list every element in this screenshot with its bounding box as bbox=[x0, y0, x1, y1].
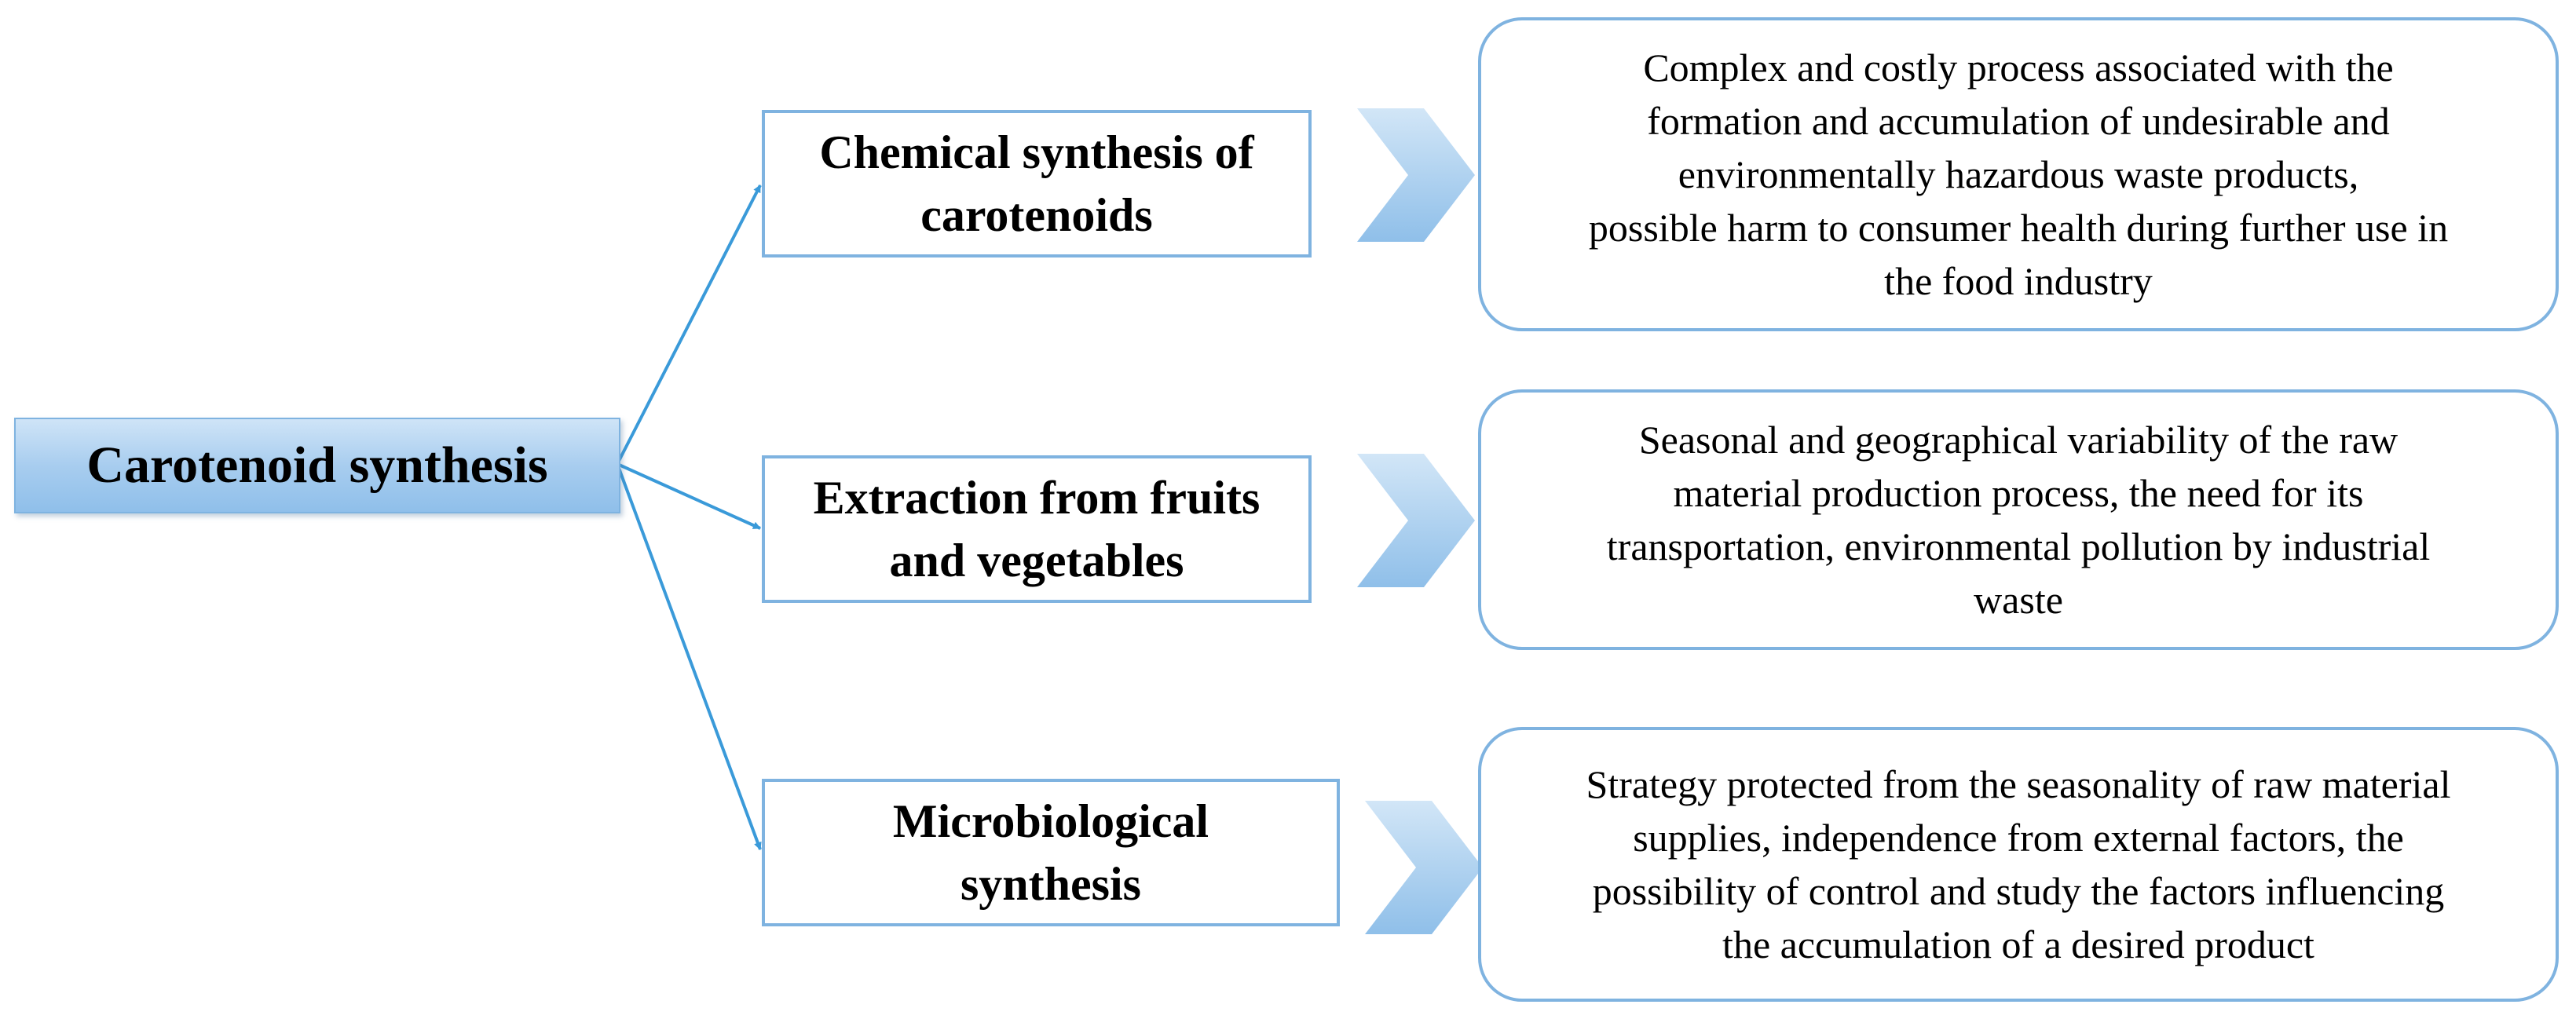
outcome-line: Strategy protected from the seasonality … bbox=[1586, 762, 2451, 806]
method-label-line: carotenoids bbox=[920, 189, 1153, 241]
outcome-line: waste bbox=[1974, 578, 2063, 622]
method-label-line: and vegetables bbox=[889, 535, 1184, 586]
outcome-line: environmentally hazardous waste products… bbox=[1678, 152, 2359, 196]
chevron-right-icon bbox=[1357, 454, 1475, 587]
outcome-line: the food industry bbox=[1884, 259, 2153, 303]
outcome-line: Complex and costly process associated wi… bbox=[1643, 46, 2394, 89]
outcome-line: possible harm to consumer health during … bbox=[1588, 206, 2449, 250]
outcome-line: supplies, independence from external fac… bbox=[1633, 816, 2404, 860]
arrow-to-microbiological-synthesis bbox=[616, 463, 762, 850]
method-label-line: Extraction from fruits bbox=[813, 472, 1261, 524]
root-node-label: Carotenoid synthesis bbox=[86, 436, 548, 494]
outcome-line: the accumulation of a desired product bbox=[1722, 922, 2314, 966]
chevron-right-icon bbox=[1357, 108, 1475, 242]
outcome-line: possibility of control and study the fac… bbox=[1592, 869, 2445, 913]
method-chemical-synthesis: Chemical synthesis of carotenoids bbox=[762, 110, 1312, 257]
method-microbiological-synthesis: Microbiological synthesis bbox=[762, 779, 1340, 926]
method-label-line: synthesis bbox=[960, 858, 1142, 910]
method-label-line: Chemical synthesis of bbox=[819, 126, 1254, 178]
outcome-line: transportation, environmental pollution … bbox=[1606, 524, 2431, 568]
outcome-extraction: Seasonal and geographical variability of… bbox=[1478, 389, 2559, 650]
outcome-chemical-synthesis: Complex and costly process associated wi… bbox=[1478, 17, 2559, 331]
method-label-line: Microbiological bbox=[892, 795, 1209, 847]
outcome-microbiological-synthesis: Strategy protected from the seasonality … bbox=[1478, 727, 2559, 1002]
method-extraction: Extraction from fruits and vegetables bbox=[762, 455, 1312, 603]
chevron-right-icon bbox=[1365, 801, 1483, 934]
outcome-line: Seasonal and geographical variability of… bbox=[1638, 418, 2399, 462]
outcome-line: formation and accumulation of undesirabl… bbox=[1647, 99, 2390, 143]
root-node: Carotenoid synthesis bbox=[14, 418, 620, 513]
outcome-line: material production process, the need fo… bbox=[1673, 471, 2364, 515]
arrow-to-extraction bbox=[617, 462, 761, 530]
arrow-to-chemical-synthesis bbox=[616, 184, 762, 465]
